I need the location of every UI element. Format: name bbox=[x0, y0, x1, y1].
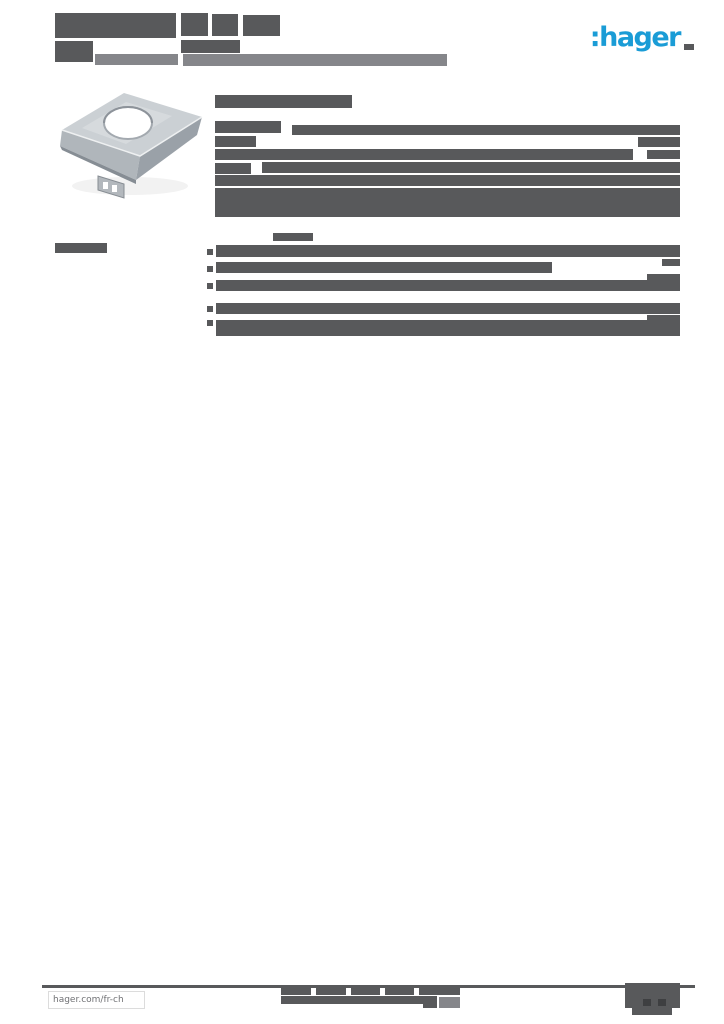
redacted-text-bar bbox=[212, 14, 238, 36]
list-bullet bbox=[207, 249, 213, 255]
redacted-text-bar bbox=[647, 150, 680, 159]
redacted-text-bar bbox=[262, 162, 680, 173]
list-bullet bbox=[207, 266, 213, 272]
redacted-text-bar bbox=[385, 986, 414, 995]
redacted-text-bar bbox=[55, 13, 176, 38]
redacted-text-bar bbox=[662, 259, 680, 266]
redacted-text-bar bbox=[215, 136, 256, 147]
product-bottom-edge bbox=[60, 146, 136, 184]
redacted-text-bar bbox=[215, 121, 281, 133]
redacted-text-bar bbox=[95, 54, 178, 65]
redacted-text-bar bbox=[181, 13, 208, 36]
hager-logo: :hager bbox=[589, 22, 682, 53]
side-label-redaction bbox=[55, 243, 107, 253]
redacted-text-bar bbox=[215, 149, 633, 160]
footer-right-block bbox=[632, 1008, 672, 1015]
redacted-text-bar bbox=[281, 986, 311, 995]
footer-link-text: hager.com/fr-ch bbox=[53, 995, 124, 1005]
redacted-text-bar bbox=[316, 986, 346, 995]
footer-right-block-notch bbox=[658, 999, 666, 1006]
redacted-text-bar bbox=[216, 320, 680, 336]
product-image bbox=[54, 84, 208, 204]
redacted-text-bar bbox=[647, 274, 680, 281]
redacted-text-bar bbox=[684, 44, 694, 50]
redacted-text-bar bbox=[243, 15, 280, 36]
redacted-text-bar bbox=[419, 986, 460, 995]
redacted-text-bar bbox=[647, 315, 680, 322]
section-heading-redaction bbox=[215, 95, 352, 108]
redacted-text-bar bbox=[423, 996, 437, 1008]
redacted-text-bar bbox=[181, 40, 240, 53]
redacted-text-bar bbox=[216, 245, 680, 257]
list-bullet bbox=[207, 306, 213, 312]
redacted-text-bar bbox=[183, 54, 447, 66]
product-hole-inner-edge bbox=[103, 106, 153, 124]
redacted-text-bar bbox=[273, 233, 313, 241]
footer-right-block-notch bbox=[643, 999, 651, 1006]
product-edge-highlight bbox=[61, 116, 203, 157]
redacted-text-bar bbox=[215, 163, 251, 174]
redacted-text-bar bbox=[55, 41, 93, 62]
redacted-text-bar bbox=[216, 280, 680, 291]
redacted-text-bar bbox=[216, 303, 680, 314]
product-front-face bbox=[60, 130, 140, 180]
footer-right-block bbox=[625, 983, 680, 1008]
redacted-text-bar bbox=[638, 137, 680, 147]
redacted-text-bar bbox=[216, 262, 552, 273]
list-bullet bbox=[207, 283, 213, 289]
redacted-text-bar bbox=[281, 996, 427, 1004]
redacted-text-bar bbox=[351, 986, 380, 995]
redacted-text-bar bbox=[439, 997, 460, 1008]
redacted-text-bar bbox=[215, 188, 680, 217]
footer-link[interactable]: hager.com/fr-ch bbox=[48, 991, 145, 1009]
redacted-text-bar bbox=[292, 125, 680, 135]
redacted-text-bar bbox=[215, 175, 680, 186]
product-side-face bbox=[136, 117, 202, 180]
product-image-svg bbox=[60, 93, 203, 199]
product-connector bbox=[97, 175, 125, 199]
list-bullet bbox=[207, 320, 213, 326]
